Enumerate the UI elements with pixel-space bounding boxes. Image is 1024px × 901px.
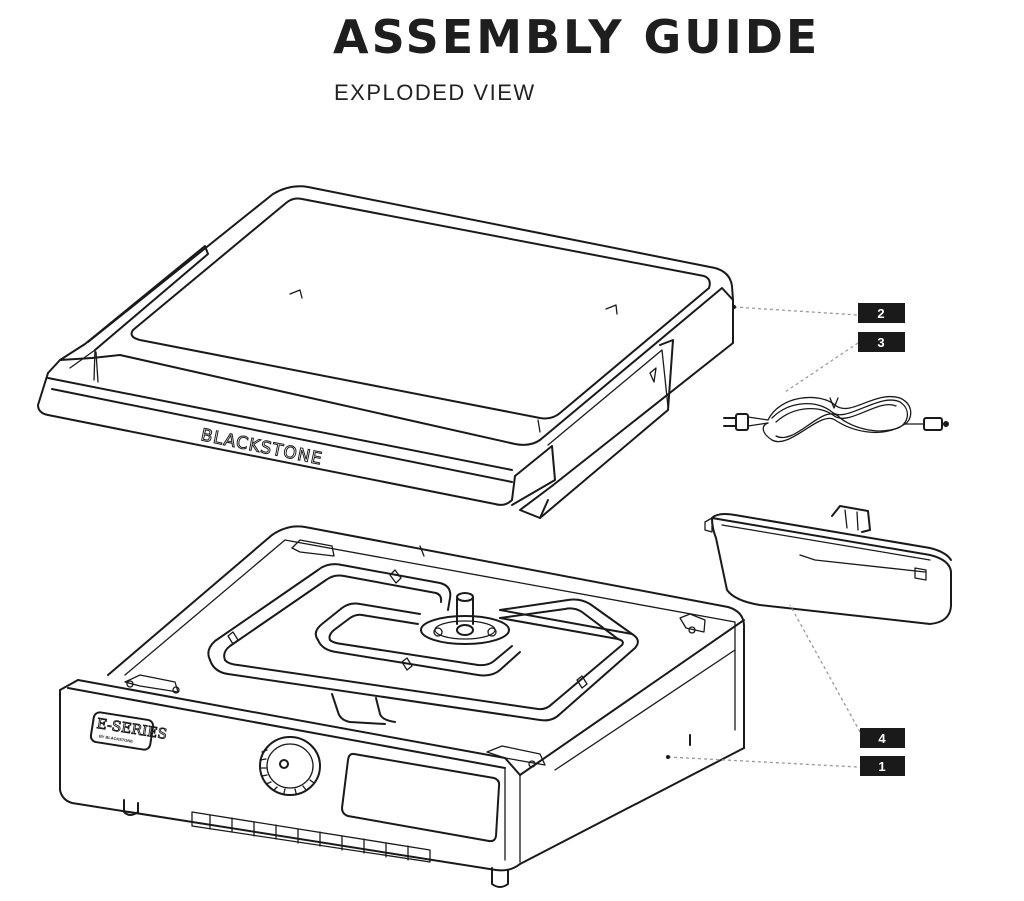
grease-tray xyxy=(704,505,952,625)
svg-text:4: 4 xyxy=(878,731,886,746)
svg-text:2: 2 xyxy=(877,306,884,321)
callout-badge-2: 2 xyxy=(858,303,905,323)
callout-badge-4: 4 xyxy=(860,728,905,748)
power-cord xyxy=(723,395,949,443)
callout-badge-1: 1 xyxy=(860,756,905,776)
eseries-logo-subtext: BY BLACKSTONE xyxy=(99,733,134,743)
page-title: ASSEMBLY GUIDE xyxy=(333,10,821,64)
griddle-top: BLACKSTONE xyxy=(37,185,734,519)
callout-badge-3: 3 xyxy=(858,332,905,352)
base-unit: E-SERIES BY BLACKSTONE xyxy=(59,525,746,888)
leader-lines xyxy=(666,305,861,768)
page-subtitle: EXPLODED VIEW xyxy=(334,80,536,105)
svg-text:3: 3 xyxy=(877,335,884,350)
svg-text:1: 1 xyxy=(878,759,885,774)
